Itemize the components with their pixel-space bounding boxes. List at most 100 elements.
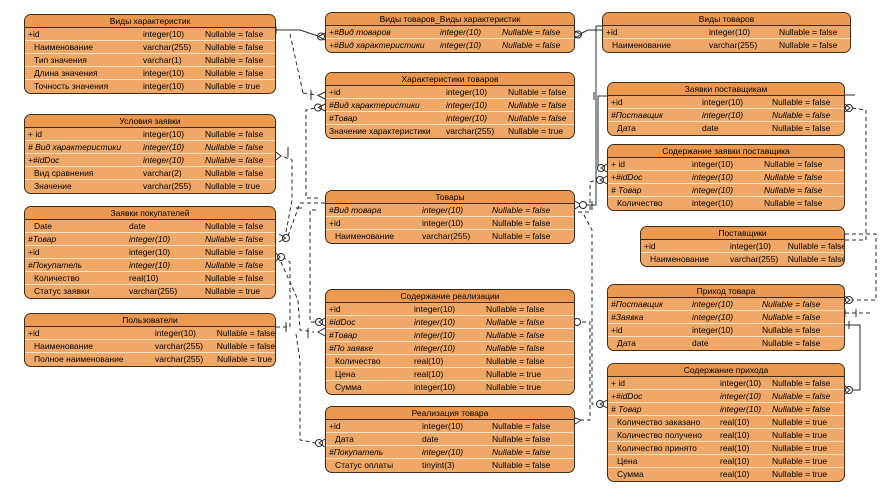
column-name: +#idDoc bbox=[611, 391, 643, 401]
entity-vidy-tovarov-vidy-harakteristik[interactable]: Виды товаров_Виды характеристик+#Вид тов… bbox=[325, 12, 575, 53]
entity-title: Заявки покупателей bbox=[25, 207, 275, 220]
column-name: +id bbox=[329, 421, 341, 431]
column-nullable: Nullable = true bbox=[508, 126, 564, 136]
column-type: integer(10) bbox=[414, 382, 456, 392]
column-name: Наименование bbox=[34, 42, 93, 52]
column-name: Дата bbox=[335, 434, 354, 444]
column-nullable: Nullable = true bbox=[772, 469, 828, 479]
column-type: integer(10) bbox=[129, 247, 171, 257]
column-name: Длина значения bbox=[34, 68, 98, 78]
column-nullable: Nullable = false bbox=[205, 68, 264, 78]
column-nullable: Nullable = false bbox=[772, 123, 831, 133]
relationship-r10 bbox=[275, 252, 291, 332]
column-nullable: Nullable = false bbox=[205, 55, 264, 65]
column-name: +id bbox=[329, 87, 341, 97]
column-type: integer(10) bbox=[422, 205, 464, 215]
column-type: integer(10) bbox=[129, 260, 171, 270]
column-nullable: Nullable = true bbox=[486, 369, 542, 379]
relationship-r14 bbox=[573, 318, 591, 425]
relationship-r18 bbox=[844, 309, 870, 317]
column-name: Точность значения bbox=[34, 81, 109, 91]
relationship-r12 bbox=[275, 147, 293, 233]
column-type: integer(10) bbox=[143, 129, 185, 139]
